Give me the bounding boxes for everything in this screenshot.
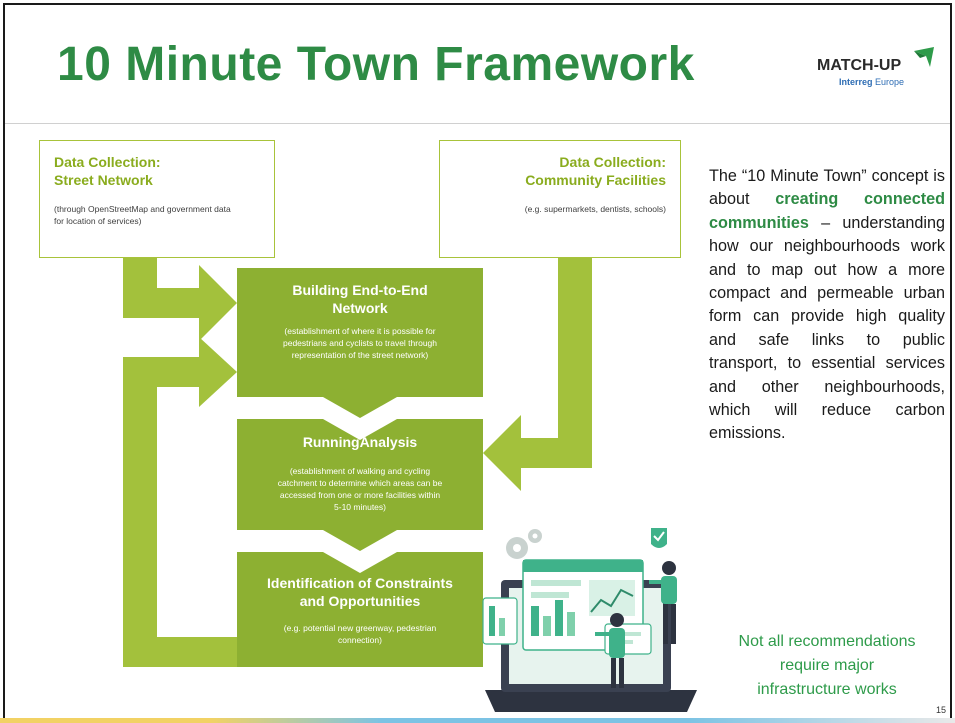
- step-running-analysis-description-line-4: 5-10 minutes): [334, 502, 386, 512]
- step-building-network-description: (establishment of where it is possible f…: [247, 325, 473, 361]
- infrastructure-note: Not all recommendations require major in…: [705, 630, 949, 702]
- step-running-analysis-description-line-2: catchment to determine which areas can b…: [277, 478, 443, 488]
- step-building-network-description-line-2: pedestrians and cyclists to travel throu…: [282, 338, 438, 348]
- step-constraints-opportunities-description-line-1: (e.g. potential new greenway, pedestrian: [283, 623, 437, 633]
- infrastructure-note-line-2: require major: [779, 657, 875, 674]
- arrow-right-stem: [558, 258, 592, 468]
- input-community-facilities-description: (e.g. supermarkets, dentists, schools): [524, 204, 666, 214]
- logo-sub-region: Europe: [875, 77, 905, 87]
- page-number: 15: [936, 705, 947, 715]
- step-building-network-title-line-1: Building End-to-End: [292, 282, 428, 298]
- gear-icon: [506, 529, 542, 559]
- step-3-block: [237, 552, 483, 667]
- data-dashboard-illustration: [482, 528, 697, 712]
- infrastructure-note-line-1: Not all recommendations: [738, 633, 916, 650]
- input-street-network-title-line-1: Data Collection:: [54, 154, 161, 170]
- input-community-facilities-title: Data Collection: Community Facilities: [454, 153, 666, 189]
- person-standing-icon: [649, 561, 677, 644]
- loop-top: [123, 357, 201, 387]
- step-constraints-opportunities-title-line-1: Identification of Constraints: [267, 575, 453, 591]
- concept-intro: The “10 Minute Town” concept is about: [709, 167, 945, 209]
- arrow-right-head: [483, 415, 521, 491]
- arrow-left-bend: [123, 288, 201, 318]
- match-up-logo: MATCH-UP Interreg Europe: [817, 47, 937, 103]
- input-street-network-description-line-2: for location of services): [54, 216, 142, 226]
- bottom-color-strip: [0, 718, 955, 723]
- step-building-network: Building End-to-End Network (establishme…: [237, 281, 483, 361]
- input-community-facilities-title-line-2: Community Facilities: [525, 172, 666, 188]
- loop-left: [123, 357, 157, 667]
- step-running-analysis-description-line-3: accessed from one or more facilities wit…: [279, 490, 441, 500]
- step-building-network-description-line-3: representation of the street network): [291, 350, 429, 360]
- step-building-network-title: Building End-to-End Network: [247, 281, 473, 317]
- slide: 10 Minute Town Framework MATCH-UP Interr…: [3, 3, 952, 720]
- arrow-left-head: [199, 265, 237, 341]
- step-2-block: [237, 419, 483, 551]
- input-street-network: Data Collection: Street Network (through…: [39, 140, 275, 258]
- loop-head: [199, 337, 237, 407]
- step-building-network-title-line-2: Network: [332, 300, 388, 316]
- step-running-analysis-title: RunningAnalysis: [302, 434, 418, 450]
- framework-flowchart: Data Collection: Street Network (through…: [5, 5, 705, 718]
- input-street-network-title: Data Collection: Street Network: [54, 153, 260, 189]
- logo-subtitle: Interreg Europe: [839, 77, 904, 87]
- slide-title: 10 Minute Town Framework: [57, 38, 695, 91]
- step-constraints-opportunities-title-line-2: and Opportunities: [299, 593, 421, 609]
- logo-sub-brand: Interreg: [839, 77, 873, 87]
- step-running-analysis: RunningAnalysis (establishment of walkin…: [237, 433, 483, 513]
- input-street-network-description-line-1: (through OpenStreetMap and government da…: [54, 204, 231, 214]
- arrow-right-bend: [517, 438, 592, 468]
- concept-description: The “10 Minute Town” concept is about cr…: [709, 165, 945, 446]
- flowchart-arrows: [123, 258, 592, 667]
- concept-rest: – understanding how our neighbourhoods w…: [709, 213, 945, 443]
- step-running-analysis-description: (establishment of walking and cycling ca…: [247, 465, 473, 513]
- step-1-block: [237, 268, 483, 418]
- logo-arrow-icon: [914, 47, 934, 67]
- infrastructure-note-line-3: infrastructure works: [757, 681, 897, 698]
- dashboard-panels-icon: [482, 559, 652, 655]
- header-divider: [5, 123, 950, 124]
- step-constraints-opportunities-description-line-2: connection): [338, 635, 382, 645]
- input-street-network-title-line-2: Street Network: [54, 172, 153, 188]
- step-constraints-opportunities-description: (e.g. potential new greenway, pedestrian…: [247, 622, 473, 646]
- person-pointing-icon: [595, 613, 625, 688]
- logo-wordmark: MATCH-UP: [817, 57, 902, 74]
- input-street-network-description: (through OpenStreetMap and government da…: [54, 203, 260, 227]
- step-constraints-opportunities: Identification of Constraints and Opport…: [237, 574, 483, 646]
- step-running-analysis-description-line-1: (establishment of walking and cycling: [289, 466, 431, 476]
- input-community-facilities-title-line-1: Data Collection:: [559, 154, 666, 170]
- step-constraints-opportunities-title: Identification of Constraints and Opport…: [247, 574, 473, 610]
- input-community-facilities: Data Collection: Community Facilities (e…: [439, 140, 681, 258]
- concept-highlight: creating connected communities: [709, 190, 945, 232]
- checkmark-badge-icon: [651, 528, 667, 548]
- step-building-network-description-line-1: (establishment of where it is possible f…: [284, 326, 436, 336]
